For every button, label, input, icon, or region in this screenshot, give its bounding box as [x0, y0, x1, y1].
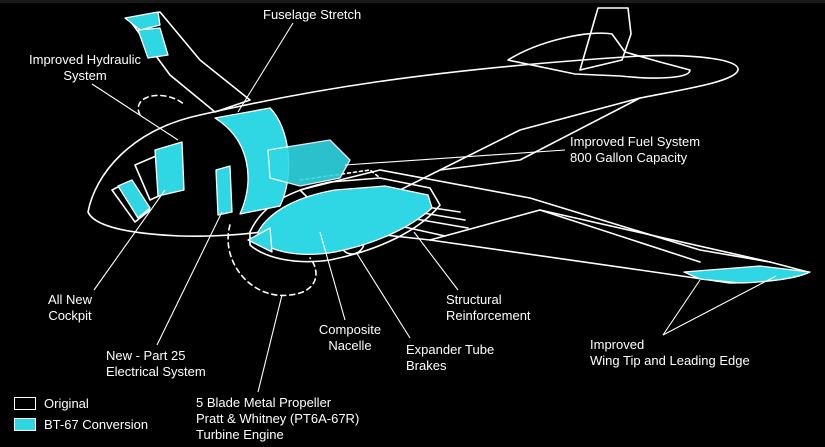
- leader-wingtip-1: [662, 279, 701, 336]
- propeller-arc-bottom: [227, 224, 317, 297]
- label-fuselage-stretch: Fuselage Stretch: [263, 7, 362, 22]
- legend-swatch-original: [14, 397, 36, 410]
- wing-leading-edge-tip: [683, 265, 811, 284]
- spinner: [247, 227, 273, 253]
- top-edge-bar: [0, 0, 825, 3]
- vertical-stabilizer: [579, 7, 632, 71]
- fuselage-stretch-section: [214, 107, 290, 215]
- leader-structural: [413, 231, 459, 291]
- fuselage-outline: [87, 54, 739, 238]
- legend-original-label: Original: [44, 396, 89, 411]
- fuel-tank: [267, 139, 351, 187]
- leader-brakes: [355, 251, 411, 339]
- left-wing-tip: [137, 27, 169, 59]
- left-wing-outline: [127, 11, 251, 113]
- legend-swatch-conversion: [14, 418, 36, 431]
- legend-conversion: BT-67 Conversion: [14, 417, 148, 432]
- legend-original: Original: [14, 396, 89, 411]
- cockpit-hydraulic-panel: [154, 141, 185, 197]
- legend-conversion-label: BT-67 Conversion: [44, 417, 149, 432]
- leader-electrical: [156, 211, 223, 346]
- leader-nacelle: [319, 231, 346, 321]
- leader-hydraulic: [91, 83, 179, 141]
- leader-cockpit: [93, 189, 166, 291]
- leader-engine: [257, 294, 283, 393]
- composite-nacelle: [257, 185, 433, 255]
- propeller-arc-top: [137, 94, 186, 116]
- leader-wingtip-2: [662, 275, 777, 336]
- electrical-panel: [215, 165, 233, 216]
- leader-fuselage: [237, 22, 294, 113]
- horizontal-stabilizer: [507, 32, 691, 79]
- leader-fuel: [344, 149, 566, 166]
- vertical-tail-tip: [124, 11, 161, 31]
- cockpit-front-panel: [117, 179, 151, 219]
